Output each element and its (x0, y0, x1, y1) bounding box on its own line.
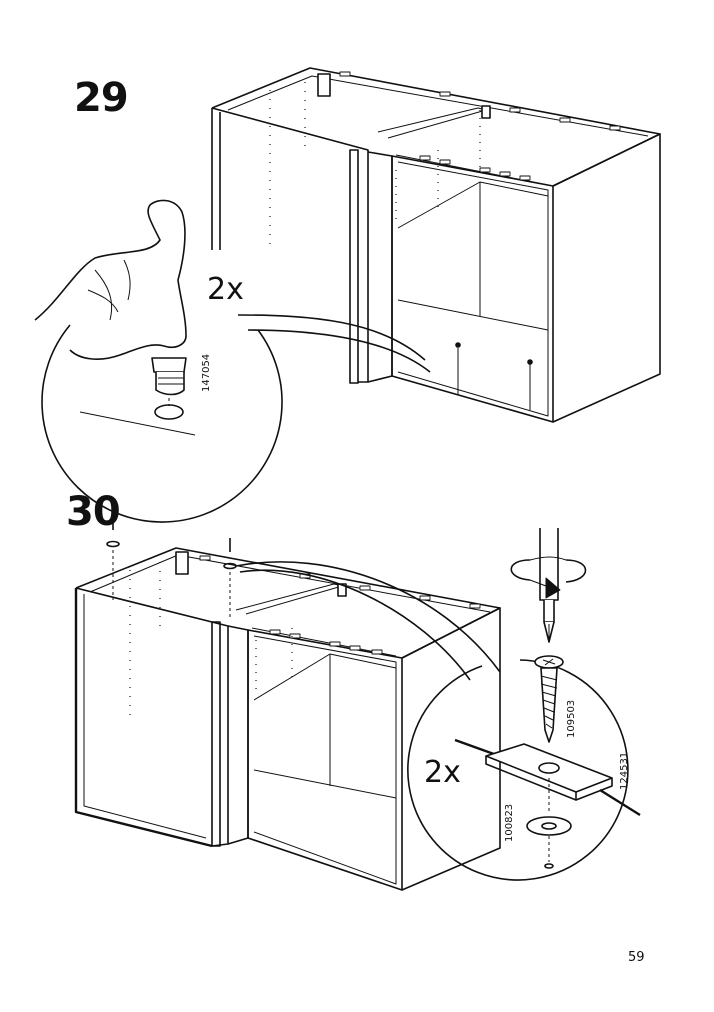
step-30-number: 30 (66, 489, 121, 535)
step-29-quantity: 2x (207, 272, 244, 307)
step-29-number: 29 (74, 75, 129, 121)
step-30-plate-part-number: 124531 (619, 751, 630, 790)
step-30-washer-part-number: 100823 (504, 803, 515, 842)
page-number: 59 (628, 950, 645, 965)
step-30-screw-part-number: 109503 (566, 699, 577, 738)
step-30-quantity: 2x (424, 755, 461, 790)
